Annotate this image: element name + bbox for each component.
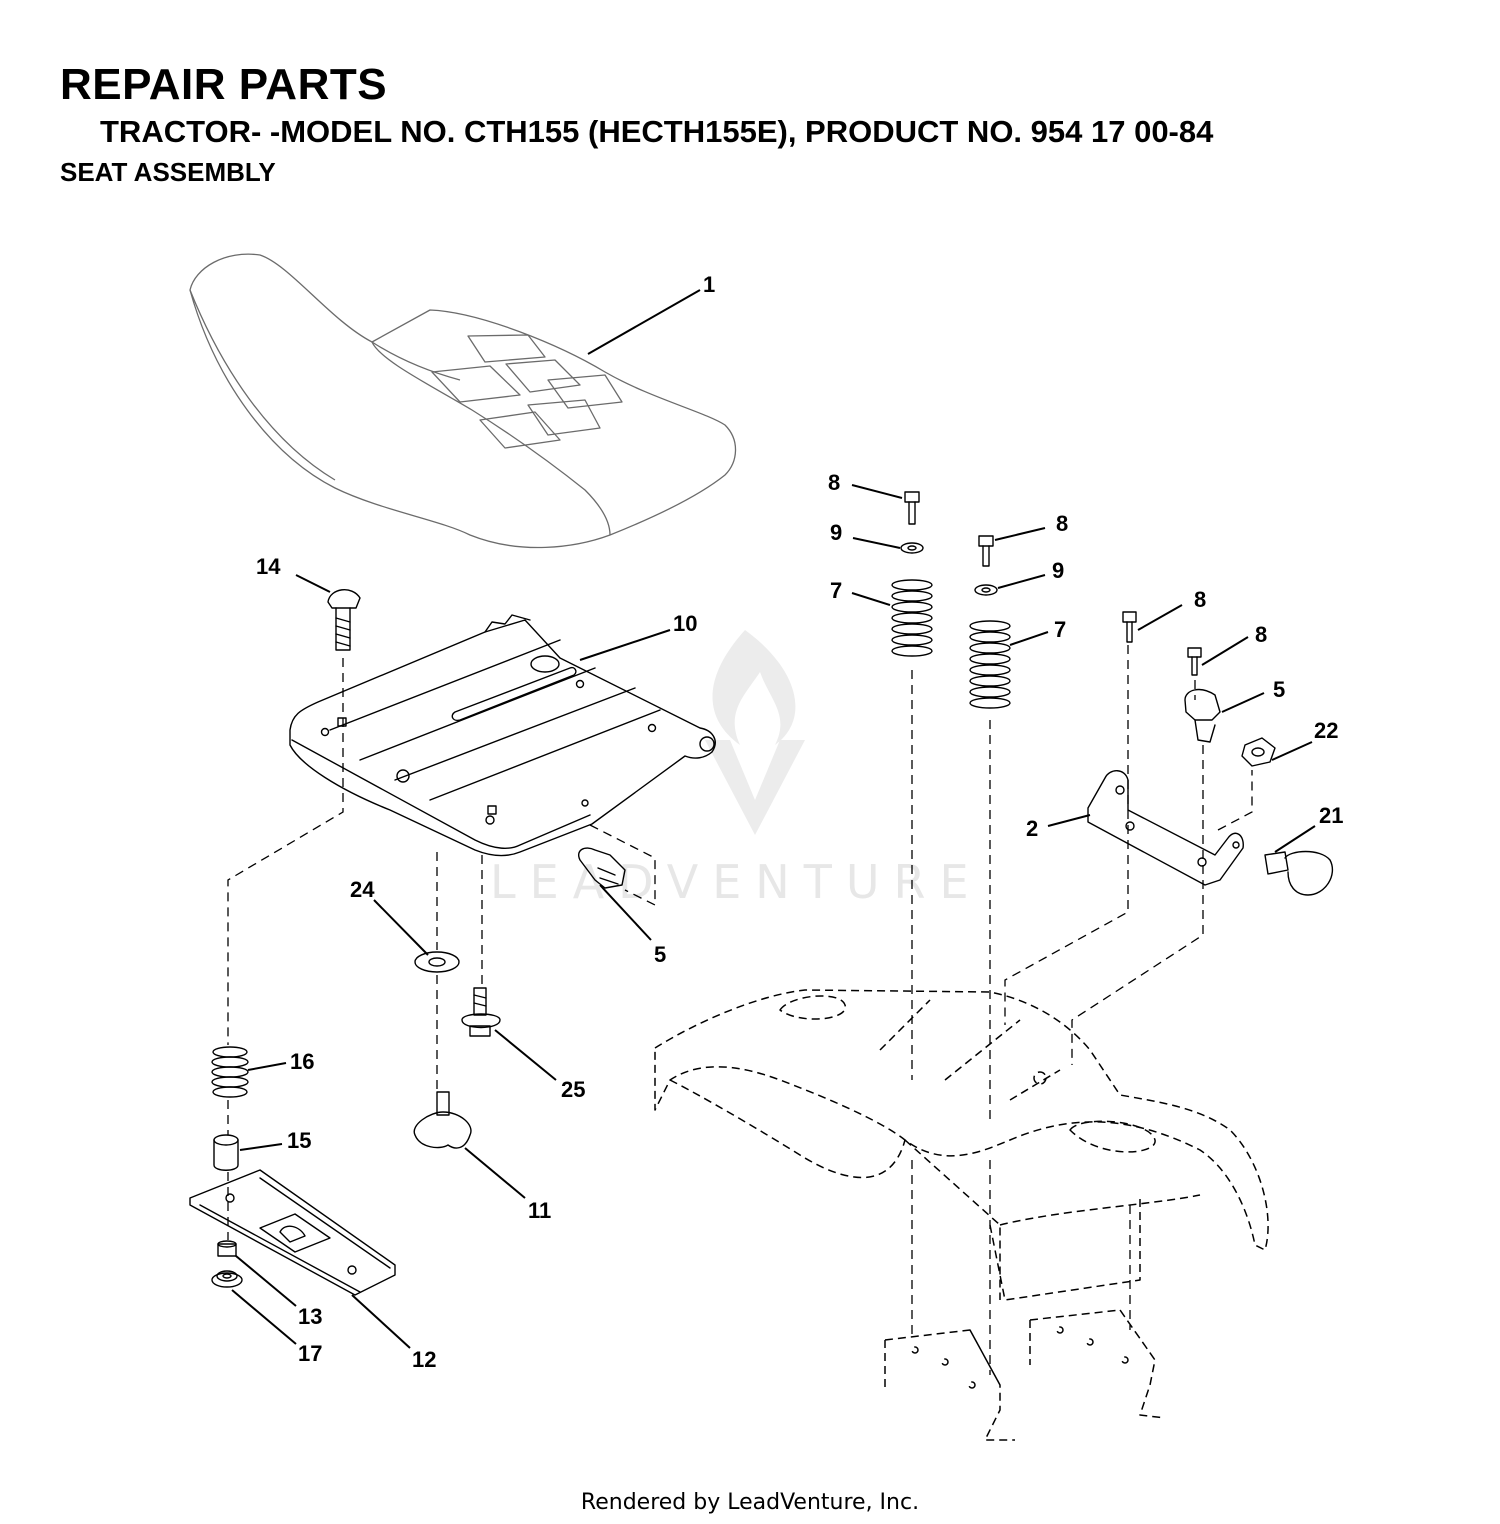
callout-8a: 8: [828, 470, 840, 495]
watermark-text: LEADVENTURE: [490, 855, 983, 909]
callout-15: 15: [287, 1128, 311, 1153]
hex-bolt: [1122, 611, 1137, 643]
seat: [189, 253, 737, 549]
frame-support-right: [1029, 1309, 1166, 1419]
washer: [900, 542, 924, 554]
callout-2: 2: [1026, 816, 1038, 841]
callout-10: 10: [673, 611, 697, 636]
seat-pan: [289, 614, 716, 857]
shoulder-bolt: [1264, 850, 1334, 896]
callout-11: 11: [528, 1198, 551, 1223]
callout-8b: 8: [1056, 511, 1068, 536]
page-title: REPAIR PARTS: [60, 60, 388, 109]
shoulder-bolt: [461, 987, 501, 1037]
callout-17: 17: [298, 1341, 322, 1366]
section-title: SEAT ASSEMBLY: [60, 157, 276, 187]
callout-7b: 7: [1054, 617, 1066, 642]
leader-lines: [231, 289, 1316, 1349]
seat-switch-clip: [1184, 688, 1221, 743]
callout-labels: 1 10 14 8 9 7 8 9 7 8 8 5 22 2 21 5 24 2…: [256, 272, 1343, 1372]
footer-credit: Rendered by LeadVenture, Inc.: [580, 1490, 920, 1515]
callout-25: 25: [561, 1077, 585, 1102]
callout-5b: 5: [654, 942, 666, 967]
v-logo-icon: [705, 740, 805, 835]
callout-9a: 9: [830, 520, 842, 545]
callout-7a: 7: [830, 578, 842, 603]
seat-switch-clip: [578, 847, 626, 889]
lock-nut: [217, 1240, 237, 1257]
model-subtitle: TRACTOR- -MODEL NO. CTH155 (HECTH155E), …: [100, 114, 1214, 149]
watermark: LEADVENTURE: [490, 630, 983, 909]
spacer: [213, 1134, 239, 1171]
carriage-bolt: [327, 589, 361, 651]
callout-21: 21: [1319, 803, 1343, 828]
callout-16: 16: [290, 1049, 314, 1074]
washer: [974, 584, 998, 596]
callout-14: 14: [256, 554, 281, 579]
tractor-fender: [654, 989, 1269, 1301]
callout-8d: 8: [1255, 622, 1267, 647]
flange-nut: [211, 1270, 243, 1288]
seat-spring: [969, 620, 1011, 709]
hex-bolt: [1187, 647, 1202, 676]
adjustment-knob: [413, 1091, 472, 1149]
callout-5a: 5: [1273, 677, 1285, 702]
hex-bolt: [904, 491, 920, 525]
washer: [414, 951, 460, 973]
switch-bracket: [1087, 770, 1244, 886]
compression-spring: [211, 1046, 249, 1098]
callout-9b: 9: [1052, 558, 1064, 583]
callout-22: 22: [1314, 718, 1338, 743]
seat-spring: [891, 579, 933, 657]
callout-1: 1: [703, 272, 715, 297]
flame-logo-icon: [712, 630, 796, 745]
callout-12: 12: [412, 1347, 436, 1372]
callout-13: 13: [298, 1304, 322, 1329]
callout-8c: 8: [1194, 587, 1206, 612]
seat-slide-bracket: [189, 1169, 396, 1296]
assembly-lines: [227, 645, 1253, 1375]
hex-bolt: [978, 535, 994, 567]
hex-nut: [1241, 737, 1276, 767]
frame-support-left: [884, 1329, 1015, 1441]
callout-24: 24: [350, 877, 375, 902]
